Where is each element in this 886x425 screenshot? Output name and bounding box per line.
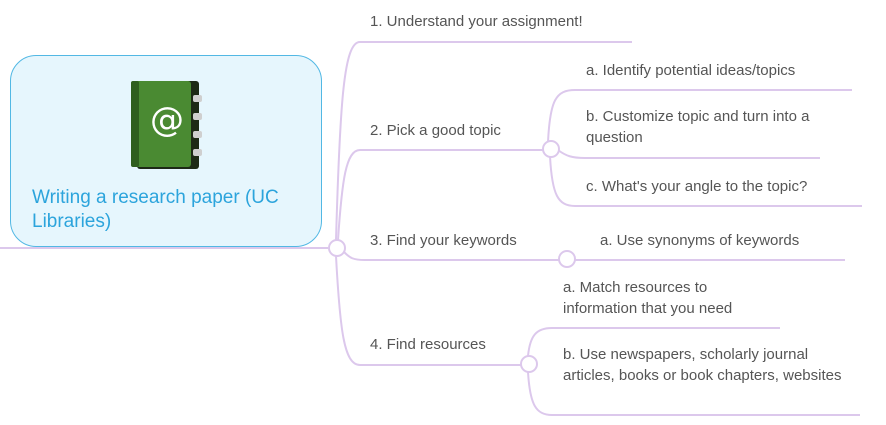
connector-4b (527, 371, 860, 416)
subtopic-use-sources[interactable]: b. Use newspapers, scholarly journal art… (563, 346, 842, 384)
root-topic-title: Writing a research paper (UC Libraries) (32, 187, 279, 232)
connector-4a (527, 327, 780, 357)
connector-branch-4 (335, 255, 528, 366)
branch-pick-topic[interactable]: 2. Pick a good topic (370, 122, 501, 139)
connector-2a (547, 89, 852, 143)
connector-branch-2 (337, 149, 550, 241)
subtopic-synonyms[interactable]: a. Use synonyms of keywords (600, 232, 800, 249)
collapse-toggle-root (328, 239, 346, 257)
branch-find-keywords[interactable]: 3. Find your keywords (370, 232, 517, 249)
subtopic-angle[interactable]: c. What's your angle to the topic? (586, 178, 808, 195)
branch-understand-assignment[interactable]: 1. Understand your assignment! (370, 13, 583, 30)
connector-2c (549, 155, 862, 207)
subtopic-match-resources[interactable]: a. Match resources to information that y… (563, 279, 733, 317)
connector-branch-1 (335, 41, 632, 241)
subtopic-customize-topic[interactable]: b. Customize topic and turn into a quest… (586, 108, 810, 146)
collapse-toggle-resources (520, 355, 538, 373)
svg-text:@: @ (150, 100, 184, 140)
subtopic-identify-ideas[interactable]: a. Identify potential ideas/topics (586, 62, 796, 79)
connector-branch-3 (343, 251, 567, 261)
connector-2b (557, 149, 820, 159)
collapse-toggle-keywords (558, 250, 576, 268)
collapse-toggle-topic (542, 140, 560, 158)
branch-find-resources[interactable]: 4. Find resources (370, 336, 486, 353)
address-book-icon: @ (131, 81, 202, 169)
